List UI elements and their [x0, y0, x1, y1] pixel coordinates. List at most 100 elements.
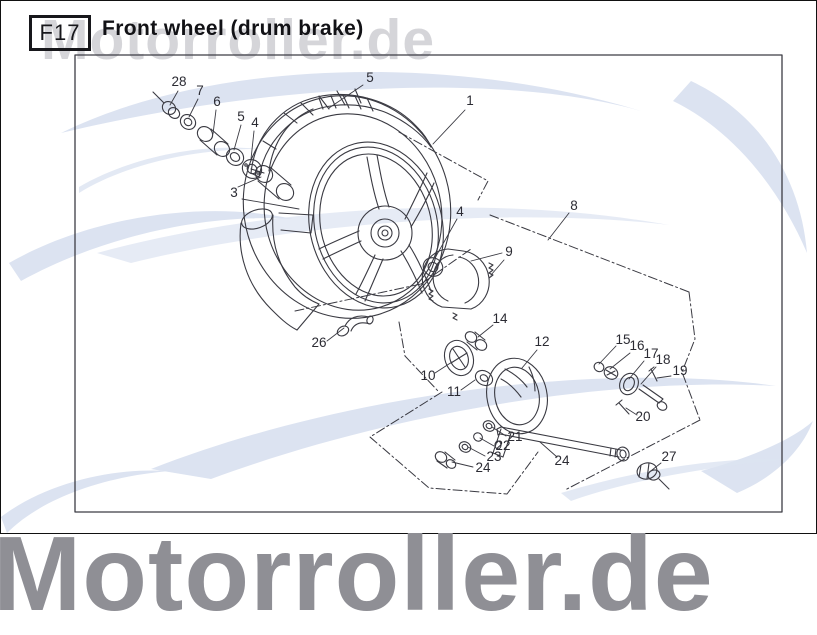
exploded-parts-diagram: 1344556789101112141516171819202122232424… — [74, 54, 783, 513]
wheel-hub — [357, 205, 413, 261]
bushing-14 — [464, 331, 488, 351]
part-label: 5 — [366, 70, 374, 85]
leader-line — [625, 407, 638, 416]
leader-line — [651, 462, 662, 471]
part-label: 19 — [672, 363, 687, 378]
front-fender — [250, 94, 432, 178]
part-label: 7 — [196, 83, 204, 98]
swoosh-shape — [1, 470, 169, 533]
washer-7 — [179, 114, 197, 130]
leader-line — [490, 259, 505, 276]
leader-line — [521, 349, 538, 369]
part-label: 1 — [466, 93, 474, 108]
leader-line — [628, 360, 645, 380]
figure-frame — [74, 54, 783, 513]
leader-line — [451, 461, 474, 468]
tire — [242, 88, 452, 319]
part-label: 11 — [447, 384, 461, 399]
leader-line — [460, 379, 476, 391]
backing-plate-12 — [486, 357, 548, 458]
leader-line — [598, 345, 617, 365]
ring-23 — [458, 441, 472, 453]
ring-17 — [619, 372, 639, 396]
leader-line — [609, 352, 631, 370]
part-label: 14 — [492, 311, 508, 326]
bolt-20 — [615, 399, 630, 415]
watermark-text-top: Motorroller.de — [41, 8, 436, 72]
wheel-spokes — [318, 154, 435, 302]
part-label: 6 — [213, 94, 221, 109]
part-label: 21 — [507, 429, 522, 444]
part-label: 5 — [237, 109, 245, 124]
leader-line — [491, 426, 507, 437]
part-label: 15 — [615, 332, 630, 347]
leader-line — [640, 366, 657, 385]
leader-line — [326, 327, 345, 342]
bolt-24-small — [434, 451, 457, 469]
swoosh-shape — [701, 421, 813, 493]
part-label: 20 — [635, 409, 650, 424]
bearing-4-right — [422, 257, 444, 277]
part-label: 4 — [456, 204, 464, 219]
leader-line — [539, 441, 558, 458]
part-label: 17 — [643, 346, 658, 361]
washer-22 — [473, 432, 483, 442]
leader-line — [477, 324, 494, 338]
part-label: 27 — [661, 449, 676, 464]
figure-code: F17 — [39, 20, 81, 45]
axle-24 — [496, 426, 630, 462]
wheel-rim — [308, 141, 444, 309]
leader-line — [547, 212, 570, 241]
leader-line — [470, 252, 503, 262]
leader-line — [241, 198, 300, 210]
speedo-gear-11 — [474, 369, 494, 387]
part-label: 16 — [629, 338, 644, 353]
figure-code-box: F17 — [29, 15, 91, 51]
axle-bolt-28 — [152, 91, 181, 119]
spring-small — [428, 288, 434, 302]
fork-tube — [239, 208, 320, 331]
swoosh-shape — [79, 147, 259, 193]
swoosh-shape — [561, 458, 791, 501]
axle-nut-27 — [636, 462, 670, 490]
part-label: 10 — [420, 368, 435, 383]
leader-line — [656, 375, 672, 379]
leader-line — [479, 437, 495, 447]
leader-line — [434, 361, 453, 374]
part-label: 3 — [230, 185, 238, 200]
swoosh-shape — [673, 81, 807, 253]
swoosh-shape — [151, 377, 776, 479]
leader-line — [237, 176, 262, 188]
part-label: 22 — [495, 438, 510, 453]
leader-line — [169, 90, 179, 106]
leader-line — [328, 84, 364, 109]
part-label: 4 — [251, 115, 259, 130]
spacer-6 — [196, 126, 231, 157]
leader-line — [432, 109, 466, 145]
seal-5 — [225, 148, 245, 166]
part-label: 23 — [486, 449, 501, 464]
part-label: 9 — [505, 244, 513, 259]
leader-line — [233, 124, 242, 151]
spacer-tube-3 — [254, 165, 295, 201]
page-title: Front wheel (drum brake) — [102, 17, 364, 40]
part-label: 24 — [475, 460, 491, 475]
leader-line — [467, 446, 486, 457]
speedo-plate-10 — [443, 339, 475, 377]
ring-21 — [482, 420, 496, 432]
part-label: 24 — [554, 453, 570, 468]
leader-line — [250, 130, 255, 160]
leader-line — [434, 218, 458, 259]
group-boundary-lines — [294, 131, 701, 495]
part-label: 28 — [171, 74, 186, 89]
washer-15 — [593, 361, 605, 373]
swoosh-shape — [61, 71, 641, 133]
swoosh-shape — [97, 207, 669, 263]
leader-line — [188, 98, 199, 118]
part-label: 8 — [570, 198, 578, 213]
part-label: 18 — [655, 352, 670, 367]
leader-line — [212, 109, 217, 135]
cable-elbow-26 — [336, 315, 374, 337]
